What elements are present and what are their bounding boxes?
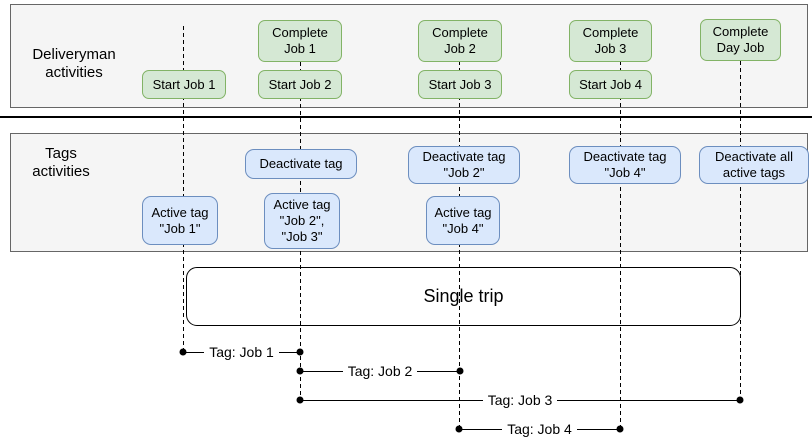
tag-span-label: Tag: Job 3 (487, 392, 553, 408)
tag-span-line (417, 370, 461, 372)
event-deactivate-tag: Deactivate tag (245, 149, 357, 179)
event-complete-job-3: Complete Job 3 (569, 20, 652, 62)
tag-span-end-dot (736, 396, 744, 404)
tag-span-label: Tag: Job 4 (507, 421, 572, 437)
tag-span-label: Tag: Job 2 (347, 363, 413, 379)
event-complete-job-2: Complete Job 2 (418, 20, 502, 62)
tag-span-start-dot (455, 425, 463, 433)
event-complete-day-job: Complete Day Job (700, 19, 781, 61)
event-start-job-3: Start Job 3 (418, 70, 502, 99)
tag-span-start-dot (179, 348, 187, 356)
event-complete-job-1: Complete Job 1 (258, 20, 342, 62)
tag-span-job-1: Tag: Job 1 (179, 342, 304, 362)
event-start-job-1: Start Job 1 (142, 70, 226, 99)
single-trip-box: Single trip (186, 267, 741, 326)
event-deactivate-tag-job-2: Deactivate tag "Job 2" (408, 146, 520, 184)
tag-span-end-dot (456, 367, 464, 375)
timeline-dashed-line-5 (740, 61, 742, 400)
tag-span-line (576, 428, 621, 430)
lane-deliveryman-label: Deliveryman activities (32, 46, 116, 81)
lane-deliveryman (10, 4, 808, 108)
event-start-job-2: Start Job 2 (258, 70, 342, 99)
tag-span-job-2: Tag: Job 2 (296, 361, 464, 381)
lane-tags-label: Tags activities (32, 145, 90, 180)
event-deactivate-tag-job-4: Deactivate tag "Job 4" (569, 146, 681, 184)
lane-divider (0, 116, 812, 118)
tag-span-start-dot (296, 396, 304, 404)
tag-span-label: Tag: Job 1 (209, 344, 274, 360)
single-trip-label: Single trip (423, 286, 504, 306)
tag-span-end-dot (616, 425, 624, 433)
tag-span-end-dot (296, 348, 304, 356)
timeline-dashed-line-1 (183, 26, 185, 352)
tag-span-line (183, 351, 205, 353)
event-deactivate-all-active-tags: Deactivate all active tags (699, 146, 809, 184)
tag-span-line (278, 351, 301, 353)
tag-span-job-4: Tag: Job 4 (455, 419, 624, 439)
tag-span-start-dot (296, 367, 304, 375)
tag-span-line (300, 399, 483, 401)
tag-span-line (459, 428, 503, 430)
event-active-tag-job-1: Active tag "Job 1" (142, 196, 218, 245)
tag-span-job-3: Tag: Job 3 (296, 390, 744, 410)
event-active-tag-job-4: Active tag "Job 4" (426, 196, 500, 245)
timeline-dashed-line-3 (459, 61, 461, 429)
tag-span-line (557, 399, 741, 401)
event-start-job-4: Start Job 4 (569, 70, 652, 99)
event-active-tag-job-2-3: Active tag "Job 2", "Job 3" (264, 193, 340, 249)
tag-span-line (300, 370, 343, 372)
timeline-dashed-line-4 (620, 61, 622, 429)
